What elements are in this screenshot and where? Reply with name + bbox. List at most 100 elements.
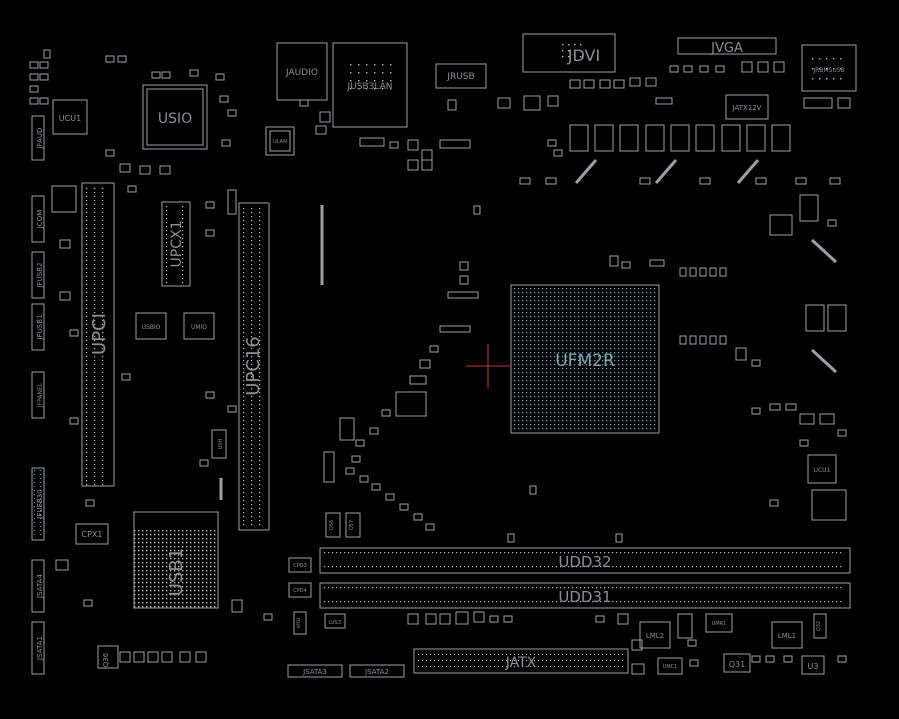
cpd3-part bbox=[288, 557, 312, 573]
q57-label: Q57 bbox=[349, 520, 355, 530]
smd-part bbox=[263, 613, 273, 621]
jusb3lan-connector bbox=[332, 42, 408, 128]
smd-part bbox=[583, 79, 595, 89]
smd-part bbox=[419, 359, 431, 369]
smd-part bbox=[741, 61, 753, 73]
smd-part bbox=[669, 65, 679, 73]
ucu1-right-chip bbox=[807, 454, 837, 484]
smd-part bbox=[161, 71, 171, 79]
smd-part bbox=[783, 655, 793, 663]
usio-label: USIO bbox=[158, 111, 192, 127]
umio-label: UMIO bbox=[191, 324, 207, 331]
smd-part bbox=[83, 599, 93, 607]
jvga-connector bbox=[677, 37, 777, 55]
smd-part bbox=[55, 559, 69, 571]
smd-part bbox=[553, 149, 563, 157]
smd-part bbox=[645, 77, 657, 87]
smd-part bbox=[231, 599, 243, 613]
umc1-label: UMC1 bbox=[663, 664, 678, 670]
smd-part bbox=[519, 177, 531, 185]
jfusb30-pins bbox=[34, 470, 42, 536]
smd-part bbox=[689, 659, 699, 667]
smd-part bbox=[389, 141, 399, 149]
smd-part bbox=[385, 493, 395, 501]
smd-part bbox=[755, 177, 767, 185]
smd-part bbox=[69, 417, 79, 425]
smd-part bbox=[199, 459, 209, 467]
smd-part bbox=[829, 177, 841, 185]
usbio-chip bbox=[135, 312, 167, 340]
umr1-part bbox=[705, 613, 733, 633]
smd-part bbox=[503, 615, 513, 623]
smd-part bbox=[699, 335, 707, 345]
smd-part bbox=[649, 259, 665, 267]
smd-part bbox=[615, 533, 623, 543]
smd-part bbox=[837, 429, 847, 437]
smd-part bbox=[29, 61, 39, 69]
upci-slot bbox=[81, 182, 115, 487]
smd-part bbox=[547, 95, 559, 107]
smd-part bbox=[609, 255, 619, 267]
smd-part bbox=[69, 329, 79, 337]
jfusb30-header bbox=[31, 467, 45, 541]
smd-part bbox=[39, 61, 49, 69]
lml1-part bbox=[771, 621, 803, 649]
smd-part bbox=[119, 163, 131, 173]
smd-part bbox=[39, 73, 49, 81]
u3-part bbox=[801, 655, 825, 675]
ucu1-right-label: UCU1 bbox=[814, 467, 831, 474]
jsata2-connector bbox=[349, 664, 405, 678]
upcx1-slot bbox=[161, 201, 191, 287]
smd-part bbox=[409, 375, 427, 385]
upd3-part bbox=[293, 611, 307, 635]
jusb1-header bbox=[31, 303, 45, 351]
smd-part bbox=[751, 359, 761, 367]
jdvi-label: JDVI bbox=[567, 46, 600, 65]
smd-part bbox=[221, 139, 231, 147]
smd-components bbox=[29, 49, 851, 675]
smd-part bbox=[689, 267, 697, 277]
q36-label: Q36 bbox=[102, 652, 110, 667]
smd-part bbox=[689, 335, 697, 345]
q31-part bbox=[723, 653, 751, 673]
ulan-chip bbox=[265, 126, 295, 156]
smd-part bbox=[351, 455, 361, 463]
smd-part bbox=[189, 69, 199, 77]
jaudio-label: JAUDIO bbox=[285, 68, 318, 78]
smd-part bbox=[425, 613, 437, 625]
smd-part bbox=[631, 663, 645, 675]
smd-part bbox=[617, 613, 629, 625]
udd31-dimm-slot bbox=[319, 582, 851, 609]
smd-part bbox=[439, 325, 471, 333]
smd-part bbox=[371, 483, 381, 491]
jatx-pins bbox=[418, 654, 624, 668]
udd31-pins bbox=[324, 587, 842, 603]
upc16-label: UPC16 bbox=[243, 336, 264, 396]
smd-part bbox=[595, 615, 605, 623]
smd-part bbox=[439, 613, 451, 625]
umc1-part bbox=[657, 657, 683, 675]
smd-part bbox=[799, 413, 815, 425]
smd-part bbox=[43, 49, 51, 59]
smd-part bbox=[345, 467, 355, 475]
smd-part bbox=[359, 137, 385, 147]
smd-part bbox=[621, 261, 631, 269]
cpx1-part bbox=[75, 523, 109, 545]
cpd4-label: CPD4 bbox=[293, 588, 307, 594]
smd-part bbox=[629, 77, 641, 87]
q57-part bbox=[345, 512, 361, 538]
jsata4-label: JSATA4 bbox=[36, 574, 44, 599]
smd-part bbox=[179, 651, 191, 663]
smd-part bbox=[359, 475, 369, 483]
smd-part bbox=[355, 439, 365, 447]
smd-part bbox=[315, 125, 327, 135]
jsata1-connector bbox=[31, 621, 45, 675]
smd-part bbox=[105, 55, 115, 63]
lml2-label: LML2 bbox=[646, 632, 664, 640]
umio-chip bbox=[183, 312, 215, 340]
smd-part bbox=[119, 651, 131, 663]
cpx1-label: CPX1 bbox=[82, 530, 103, 539]
jfaud-label: JFAUD bbox=[36, 128, 44, 150]
jdvi-pins bbox=[562, 44, 582, 58]
